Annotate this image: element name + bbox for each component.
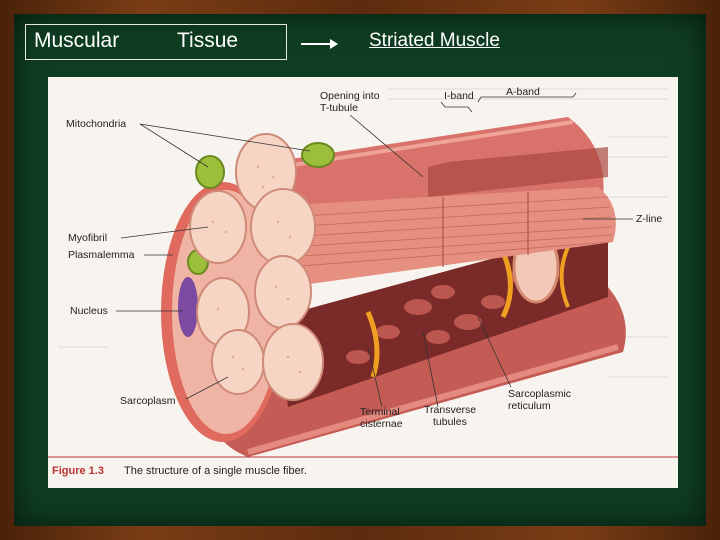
myofibril-cross-sections bbox=[189, 133, 324, 401]
slide-subtitle: Striated Muscle bbox=[369, 30, 500, 51]
label-transverse: Transverse bbox=[424, 404, 476, 416]
muscle-fiber-diagram: Mitochondria Opening into T-tubule I-ban… bbox=[48, 86, 678, 477]
title-word-tissue: Tissue bbox=[177, 29, 239, 52]
label-z-line: Z-line bbox=[636, 213, 662, 225]
label-plasmalemma: Plasmalemma bbox=[68, 249, 135, 261]
label-i-band: I-band bbox=[444, 90, 474, 102]
label-leader-lines bbox=[116, 92, 633, 408]
label-a-band: A-band bbox=[506, 86, 540, 98]
label-terminal: Terminal bbox=[360, 406, 400, 418]
label-nucleus: Nucleus bbox=[70, 305, 108, 317]
mitochondrion-2 bbox=[301, 142, 335, 168]
label-mitochondria: Mitochondria bbox=[66, 118, 126, 130]
caption-text: The structure of a single muscle fiber. bbox=[124, 465, 307, 477]
label-sarcoplasm: Sarcoplasm bbox=[120, 395, 176, 407]
caption-number: Figure 1.3 bbox=[52, 465, 104, 477]
nucleus-shape bbox=[178, 277, 198, 337]
label-cisternae: cisternae bbox=[360, 418, 403, 430]
mitochondrion-1 bbox=[195, 155, 225, 189]
label-opening: Opening into bbox=[320, 90, 380, 102]
label-reticulum: reticulum bbox=[508, 400, 551, 412]
label-sarcoplasmic: Sarcoplasmic bbox=[508, 388, 571, 400]
label-t-tubule: T-tubule bbox=[320, 102, 358, 114]
title-word-muscular: Muscular bbox=[34, 29, 120, 52]
lower-fiber-body bbox=[206, 287, 626, 457]
arrow-icon bbox=[301, 39, 338, 49]
label-myofibril: Myofibril bbox=[68, 232, 107, 244]
muscle-fiber-figure: Mitochondria Opening into T-tubule I-ban… bbox=[48, 77, 678, 488]
title-box bbox=[25, 24, 287, 60]
label-tubules: tubules bbox=[433, 416, 467, 428]
